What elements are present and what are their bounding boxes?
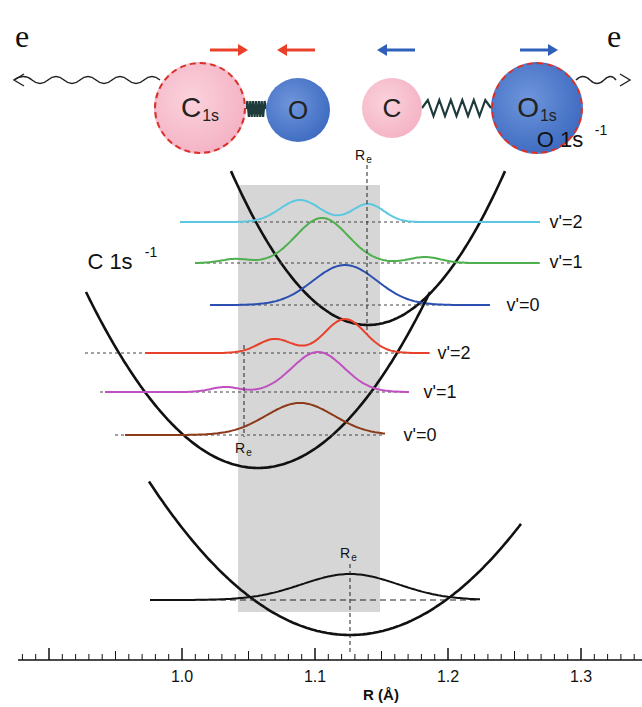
wavefunction xyxy=(105,352,409,392)
level-label: v'=0 xyxy=(507,296,540,314)
level-label: v'=1 xyxy=(550,253,583,271)
re-label: R xyxy=(355,148,365,162)
potential-curve xyxy=(86,292,430,468)
electron-label: e xyxy=(607,20,621,52)
atom-circle: O xyxy=(266,78,330,142)
wavefunction xyxy=(150,574,480,600)
level-label: v'=2 xyxy=(550,213,583,231)
re-subscript: e xyxy=(246,448,252,458)
electron-label: e xyxy=(15,20,29,52)
level-line xyxy=(85,353,430,354)
orbital-subscript: 1s xyxy=(540,107,557,125)
tick-label: 1.2 xyxy=(437,669,459,685)
motion-arrows xyxy=(210,44,558,56)
axis-title: R (Å) xyxy=(363,687,399,702)
re-line xyxy=(367,165,368,335)
potential-curve xyxy=(149,482,521,636)
superscript: -1 xyxy=(595,123,607,137)
wavefunction xyxy=(180,200,540,222)
re-subscript: e xyxy=(366,155,372,165)
atom-symbol: O xyxy=(288,95,308,126)
wavefunction xyxy=(145,319,429,353)
level-label: v'=1 xyxy=(424,383,457,401)
atom-symbol: C xyxy=(383,93,402,124)
tick-label: 1.1 xyxy=(304,669,326,685)
re-subscript: e xyxy=(351,553,357,563)
re-line xyxy=(244,345,245,437)
gray-band xyxy=(238,185,380,612)
level-label: v'=0 xyxy=(404,426,437,444)
potential-curves xyxy=(85,165,540,655)
tick-label: 1.0 xyxy=(171,669,193,685)
wavefunction xyxy=(210,265,490,305)
atom-circle: C xyxy=(362,78,422,138)
superscript: -1 xyxy=(145,245,157,259)
level-label: v'=2 xyxy=(438,344,471,362)
atom-symbol: O xyxy=(517,92,539,124)
bond-spring xyxy=(246,101,266,117)
re-label: R xyxy=(340,546,350,560)
re-line xyxy=(350,564,351,655)
state-label: O 1s xyxy=(537,129,583,151)
bond-spring xyxy=(422,100,491,116)
orbital-subscript: 1s xyxy=(202,107,219,125)
atom-symbol: C xyxy=(181,92,201,124)
r-axis xyxy=(18,648,642,660)
state-label: C 1s xyxy=(87,251,132,273)
re-label: R xyxy=(235,441,245,455)
tick-label: 1.3 xyxy=(570,669,592,685)
atom-circle: C1s xyxy=(154,62,246,154)
wavefunction xyxy=(125,403,385,435)
